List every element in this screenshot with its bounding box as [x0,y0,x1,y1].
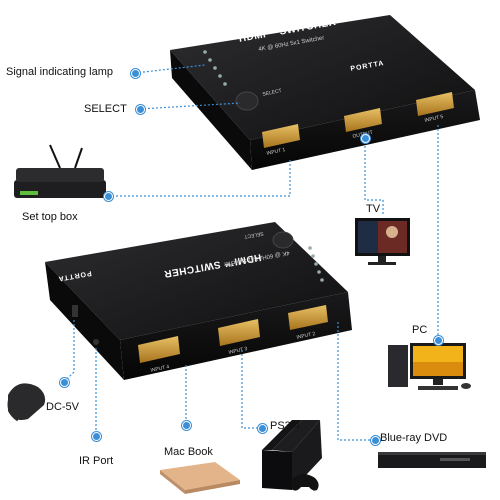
signal-lamp-dot [131,69,140,78]
power-adapter-device [7,383,46,422]
pc-dot [434,336,443,345]
mac-book-label: Mac Book [164,446,213,458]
tv-dot [361,134,370,143]
bottom-select-button[interactable] [272,231,294,249]
select-label: SELECT [84,103,127,115]
top-switcher [170,15,480,170]
callout-lines [63,64,439,441]
tv-label: TV [366,203,381,215]
bluray-dot [371,436,380,445]
ir-dot [92,432,101,441]
set-top-box-dot [104,192,113,201]
set-top-box-label: Set top box [22,211,78,223]
pc-label: PC [412,324,428,336]
dc-dot [60,378,69,387]
top-hdmi-ports [262,92,454,148]
bottom-switcher [45,222,352,380]
ir-port [93,339,99,345]
set-top-box-device [14,144,106,198]
pc-device [388,343,471,390]
signal-lamp-label: Signal indicating lamp [6,66,114,78]
bluray-label: Blue-ray DVD [380,432,448,444]
ir-port-label: IR Port [79,455,114,467]
dc-port [72,305,78,317]
select-dot [136,105,145,114]
top-signal-leds [203,50,227,86]
dc-label: DC-5V [46,401,80,413]
bluray-device [378,452,486,468]
ps-dot [258,424,267,433]
macbook-device [160,462,240,494]
ps-device [262,420,322,491]
bottom-signal-leds [308,246,324,282]
ps-label: PS3/4 [270,420,300,432]
tv-device [355,218,410,265]
mac-dot [182,421,191,430]
bottom-hdmi-ports [138,305,328,363]
top-select-button[interactable] [235,91,259,111]
